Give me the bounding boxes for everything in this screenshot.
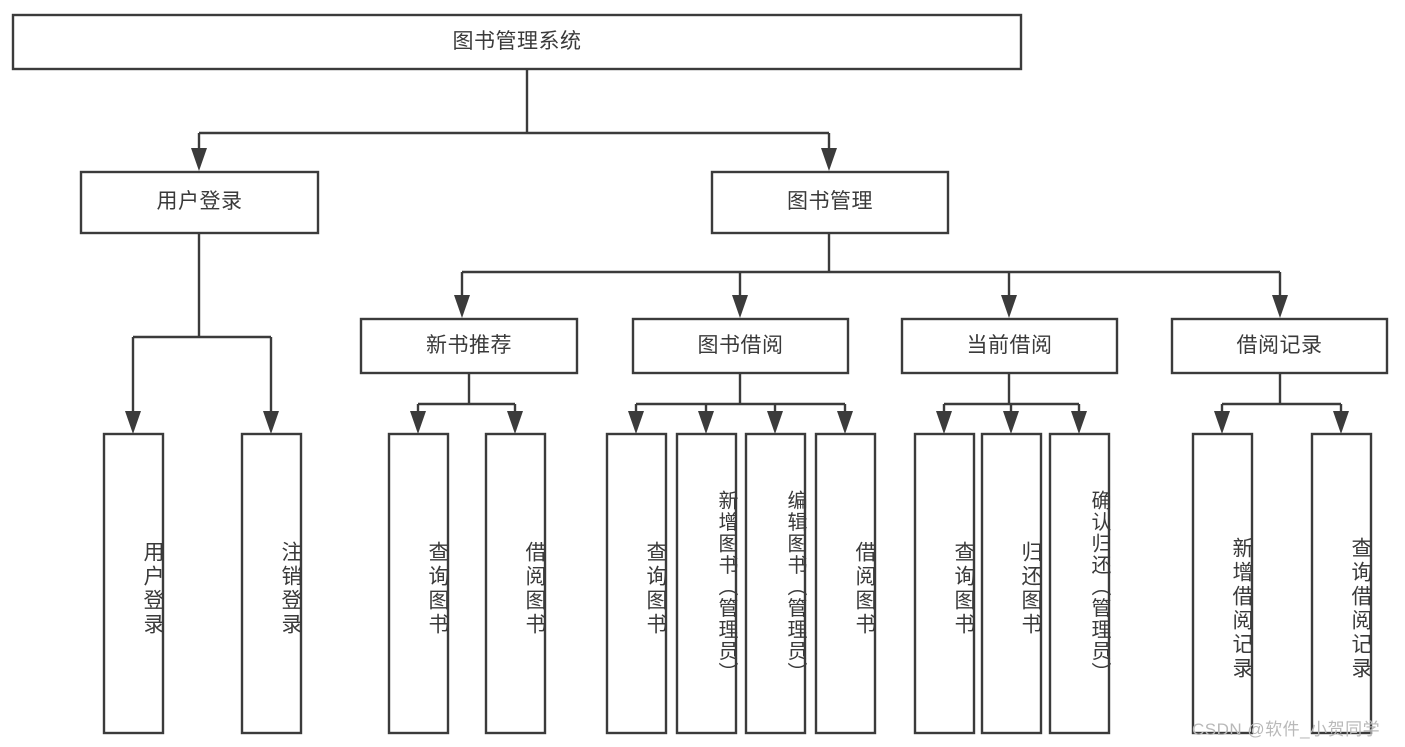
- arrow-head-borrow-1: [628, 411, 644, 434]
- arrow-head-current-1: [936, 411, 952, 434]
- node-box-leaf-borrow-book-recommend[interactable]: [484, 432, 547, 735]
- arrow-head-current-2: [1003, 411, 1019, 434]
- node-box-new-book-recommend[interactable]: [359, 317, 579, 375]
- arrow-head-borrow-2: [698, 411, 714, 434]
- node-box-leaf-add-borrow-record[interactable]: [1191, 432, 1254, 735]
- node-box-leaf-edit-book-admin[interactable]: [744, 432, 807, 735]
- arrow-head-userlogin-2: [263, 411, 279, 434]
- node-box-leaf-query-book-borrow[interactable]: [605, 432, 668, 735]
- node-box-leaf-borrow-book[interactable]: [814, 432, 877, 735]
- node-box-leaf-query-book-current[interactable]: [913, 432, 976, 735]
- arrow-head-current-3: [1071, 411, 1087, 434]
- node-box-leaf-query-book-recommend[interactable]: [387, 432, 450, 735]
- node-box-book-management[interactable]: [710, 170, 950, 235]
- arrow-head-borrow-3: [767, 411, 783, 434]
- arrow-head-recommend-1: [410, 411, 426, 434]
- node-box-borrow-record[interactable]: [1170, 317, 1389, 375]
- node-box-leaf-logout[interactable]: [240, 432, 303, 735]
- csdn-watermark: CSDN @软件_小贺同学: [1192, 720, 1381, 739]
- node-box-leaf-add-book-admin[interactable]: [675, 432, 738, 735]
- node-box-leaf-user-login[interactable]: [102, 432, 165, 735]
- arrow-head-level3-1: [454, 295, 470, 318]
- arrow-head-userlogin-1: [125, 411, 141, 434]
- node-box-book-borrow[interactable]: [631, 317, 850, 375]
- arrow-head-borrow-4: [837, 411, 853, 434]
- node-box-leaf-query-borrow-record[interactable]: [1310, 432, 1373, 735]
- arrow-head-level2-1: [191, 148, 207, 171]
- arrow-head-record-2: [1333, 411, 1349, 434]
- node-box-leaf-confirm-return-admin[interactable]: [1048, 432, 1111, 735]
- arrow-head-level3-3: [1001, 295, 1017, 318]
- arrow-head-level2-2: [821, 148, 837, 171]
- node-box-user-login[interactable]: [79, 170, 320, 235]
- node-box-leaf-return-book[interactable]: [980, 432, 1043, 735]
- arrow-head-level3-2: [732, 295, 748, 318]
- node-box-current-borrow[interactable]: [900, 317, 1119, 375]
- arrow-head-recommend-2: [507, 411, 523, 434]
- node-box-root[interactable]: [11, 13, 1023, 71]
- arrow-head-level3-4: [1272, 295, 1288, 318]
- arrow-head-record-1: [1214, 411, 1230, 434]
